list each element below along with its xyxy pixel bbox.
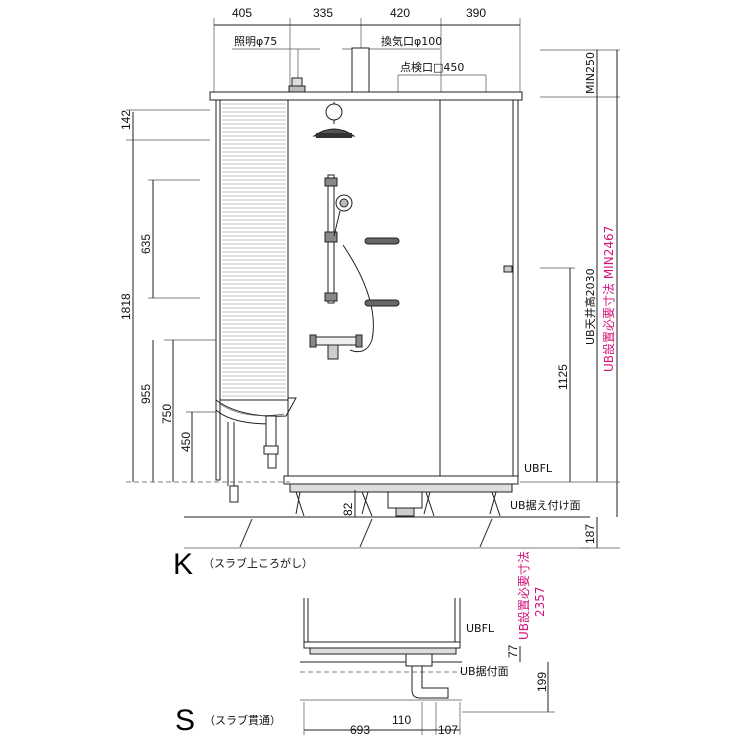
inspection-label: 点検口□450: [400, 60, 464, 74]
s-ubfl-label: UBFL: [466, 622, 495, 635]
fixture-labels: 照明φ75 換気口φ100 点検口□450: [232, 34, 487, 92]
dim-82: 82: [341, 502, 355, 516]
top-dimension-chain: 405 335 420 390: [213, 6, 521, 92]
min250-label: MIN250: [584, 52, 597, 94]
slab-hatch-mark: [239, 518, 253, 548]
dim-top-1: 405: [232, 6, 252, 20]
dim-top-2: 335: [313, 6, 333, 20]
dim-750: 750: [160, 404, 174, 424]
dim-450: 450: [179, 432, 193, 452]
dim-955: 955: [139, 384, 153, 404]
s-dim-693: 693: [350, 723, 370, 737]
slab-hatch-mark: [479, 518, 493, 548]
dim-142: 142: [119, 110, 133, 130]
tub-cover-stripes: [222, 103, 286, 397]
section-s-letter: S: [175, 704, 195, 737]
dim-187: 187: [583, 524, 597, 544]
s-dim-110: 110: [392, 713, 411, 727]
s-ub-mount-surface-label: UB据付面: [460, 664, 509, 678]
dim-635: 635: [139, 234, 153, 254]
dim-top-4: 390: [466, 6, 486, 20]
s-required-dim-value: 2357: [533, 586, 547, 617]
s-required-dim-label: UB設置必要寸法: [516, 551, 531, 640]
ub-mount-surface-label: UB据え付け面: [510, 498, 581, 512]
section-k-caption: K （スラブ上ころがし）: [173, 548, 313, 581]
dim-1818: 1818: [119, 293, 133, 320]
slab-hatch: [239, 518, 493, 548]
slab-hatch-mark: [359, 518, 373, 548]
section-s-caption-text: （スラブ貫通）: [204, 713, 281, 727]
lighting-label: 照明φ75: [234, 35, 277, 48]
bath-unit: [209, 47, 523, 517]
section-s-caption: S （スラブ貫通）: [175, 704, 281, 737]
right-dimensions: MIN250 UB天井高2030 UB設置必要寸法 MIN2467 1125 U…: [510, 49, 620, 549]
s-dim-107: 107: [438, 723, 458, 737]
s-dim-77: 77: [506, 644, 520, 658]
ub-ceiling-height-label: UB天井高2030: [583, 268, 597, 345]
section-k-letter: K: [173, 548, 193, 581]
ub-required-dim-label: UB設置必要寸法 MIN2467: [601, 226, 616, 372]
left-dimensions: 142 635 1818 955 750 450 82: [119, 109, 356, 517]
ubfl-label: UBFL: [524, 462, 553, 475]
section-s-detail: UBFL UB据付面 UB設置必要寸法 2357 77 199 693 110 …: [300, 551, 555, 737]
dim-1125: 1125: [556, 364, 570, 390]
section-k-caption-text: （スラブ上ころがし）: [203, 556, 313, 570]
dim-top-3: 420: [390, 6, 410, 20]
s-dim-199: 199: [535, 672, 549, 692]
vent-label: 換気口φ100: [381, 34, 442, 48]
